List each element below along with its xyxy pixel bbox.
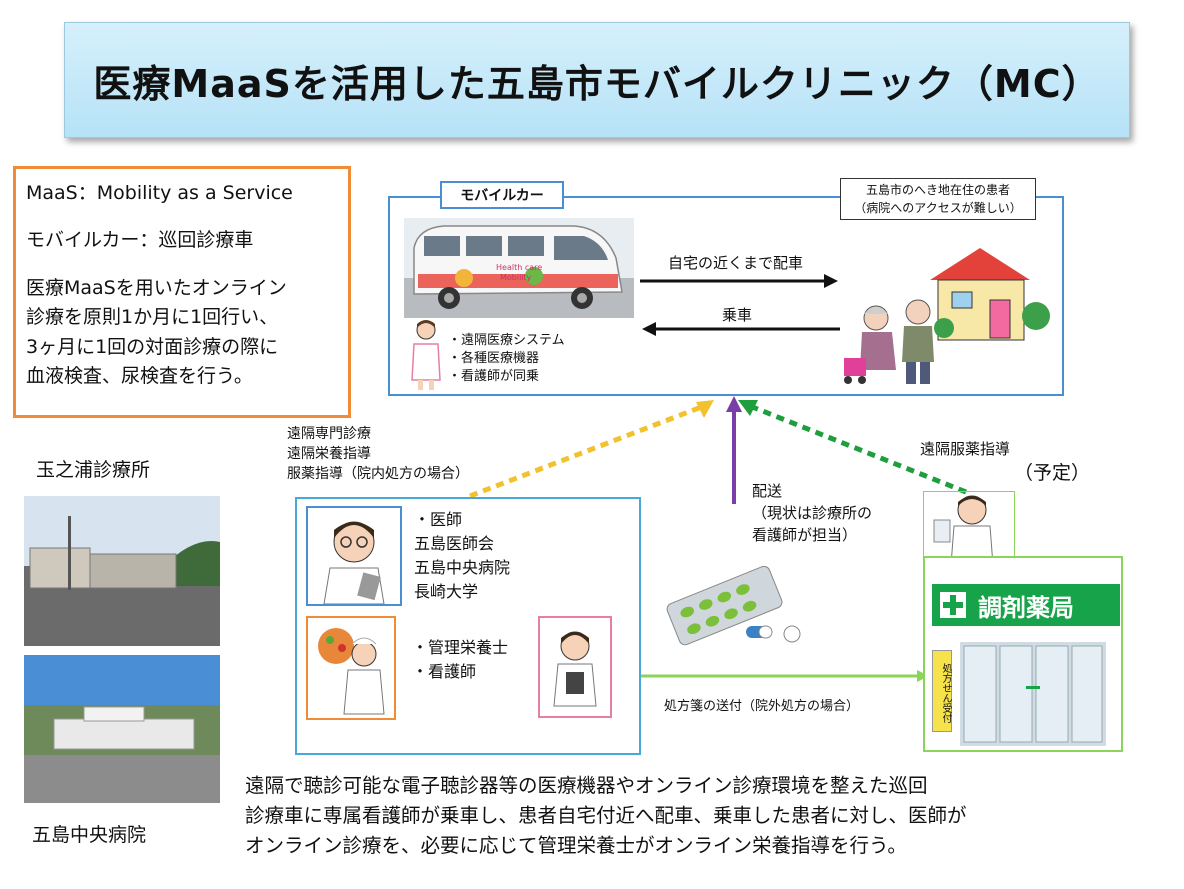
nurse-frame — [538, 616, 612, 718]
doctor-frame — [306, 506, 402, 606]
prescription-arrow — [641, 670, 929, 682]
nurse-icon — [411, 320, 441, 390]
desc-line: 3ヶ月に1回の対面診療の際に — [26, 335, 279, 358]
doctor-line: ・医師 — [414, 510, 463, 529]
remote-service-item: 遠隔栄養指導 — [287, 446, 371, 462]
title-banner: 医療MaaSを活用した五島市モバイルクリニック（MC） — [64, 22, 1130, 138]
pharmacy-sign: 調剤薬局 — [932, 584, 1120, 626]
remote-services: 遠隔専門診療 遠隔栄養指導 服薬指導（院内処方の場合） — [287, 424, 469, 484]
desc-line: 診療を原則1か月に1回行い、 — [26, 306, 279, 329]
doctor-icon — [323, 521, 385, 605]
mobile-car-definition: モバイルカー：巡回診療車 — [26, 229, 254, 252]
van-text: Health care — [496, 263, 542, 272]
van-illustration: Health care Mobility — [404, 218, 634, 318]
page-title: 医療MaaSを活用した五島市モバイルクリニック（MC） — [93, 61, 1101, 106]
maas-definition: MaaS：Mobility as a Service — [26, 182, 293, 204]
summary-line: オンライン診療を、必要に応じて管理栄養士がオンライン栄養指導を行う。 — [245, 834, 907, 857]
prescription-label: 処方箋の送付（院外処方の場合） — [664, 699, 860, 714]
remote-medication-label: 遠隔服薬指導 — [920, 440, 1011, 458]
planned-label: （予定） — [1014, 462, 1091, 484]
nutritionist-icon — [318, 628, 385, 715]
equipment-list: ・遠隔医療システム ・各種医療機器 ・看護師が同乗 — [448, 332, 565, 386]
equipment-item: ・各種医療機器 — [448, 351, 540, 366]
doctor-line: 五島医師会 — [414, 534, 495, 553]
medicine-pills-icon — [666, 565, 801, 646]
delivery-line: 配送 — [752, 482, 783, 500]
pharmacy-sign-text: 調剤薬局 — [978, 593, 1074, 622]
goto-central-hospital-photo — [24, 655, 220, 803]
summary-line: 遠隔で聴診可能な電子聴診器等の医療機器やオンライン診療環境を整えた巡回 — [245, 774, 928, 797]
equipment-item: ・遠隔医療システム — [448, 333, 565, 348]
staff-line: ・看護師 — [412, 662, 477, 681]
patient-line: 五島市のへき地在住の患者 — [865, 183, 1010, 197]
cross-icon — [940, 592, 966, 618]
pharmacy-dashed-arrow — [738, 400, 967, 495]
elderly-patients-house-illustration — [844, 248, 1050, 384]
desc-line: 医療MaaSを用いたオンライン — [26, 276, 287, 299]
summary-line: 診療車に専属看護師が乗車し、患者自宅付近へ配車、乗車した患者に対し、医師が — [245, 804, 967, 827]
arrow-right-label: 自宅の近くまで配車 — [668, 254, 804, 272]
connection-arrows — [469, 396, 742, 504]
prescription-counter-sign: 処方せん受付 — [932, 650, 952, 732]
van-text: Mobility — [500, 273, 532, 282]
patient-tag: 五島市のへき地在住の患者 （病院へのアクセスが難しい） — [840, 178, 1036, 220]
delivery-note: 配送 （現状は診療所の 看護師が担当） — [752, 480, 872, 546]
doctor-line: 五島中央病院 — [414, 558, 511, 577]
arrow-left — [642, 322, 840, 336]
nutritionist-frame — [306, 616, 396, 720]
facility-caption: 玉之浦診療所 — [36, 459, 151, 481]
summary-text: 遠隔で聴診可能な電子聴診器等の医療機器やオンライン診療環境を整えた巡回 診療車に… — [245, 771, 1175, 861]
desc-line: 血液検査、尿検査を行う。 — [26, 365, 253, 388]
patient-line: （病院へのアクセスが難しい） — [854, 201, 1022, 215]
delivery-line: 看護師が担当） — [752, 526, 858, 544]
arrow-left-label: 乗車 — [722, 306, 753, 324]
staff-list: ・管理栄養士 ・看護師 — [412, 636, 508, 684]
remote-service-item: 遠隔専門診療 — [287, 426, 371, 442]
remote-service-item: 服薬指導（院内処方の場合） — [287, 466, 469, 482]
pharmacy-doors — [960, 642, 1106, 746]
doctor-list: ・医師 五島医師会 五島中央病院 長崎大学 — [414, 508, 510, 604]
nurse-icon — [553, 631, 597, 707]
doctor-line: 長崎大学 — [414, 582, 479, 601]
staff-line: ・管理栄養士 — [412, 638, 509, 657]
delivery-line: （現状は診療所の — [752, 504, 873, 522]
facility-caption: 五島中央病院 — [32, 824, 147, 846]
definitions-box: MaaS：Mobility as a Service モバイルカー：巡回診療車 … — [13, 166, 351, 418]
tamanoura-clinic-photo — [24, 496, 220, 646]
equipment-item: ・看護師が同乗 — [448, 369, 540, 384]
arrow-right — [640, 274, 838, 288]
mobile-car-tag: モバイルカー — [440, 181, 564, 209]
